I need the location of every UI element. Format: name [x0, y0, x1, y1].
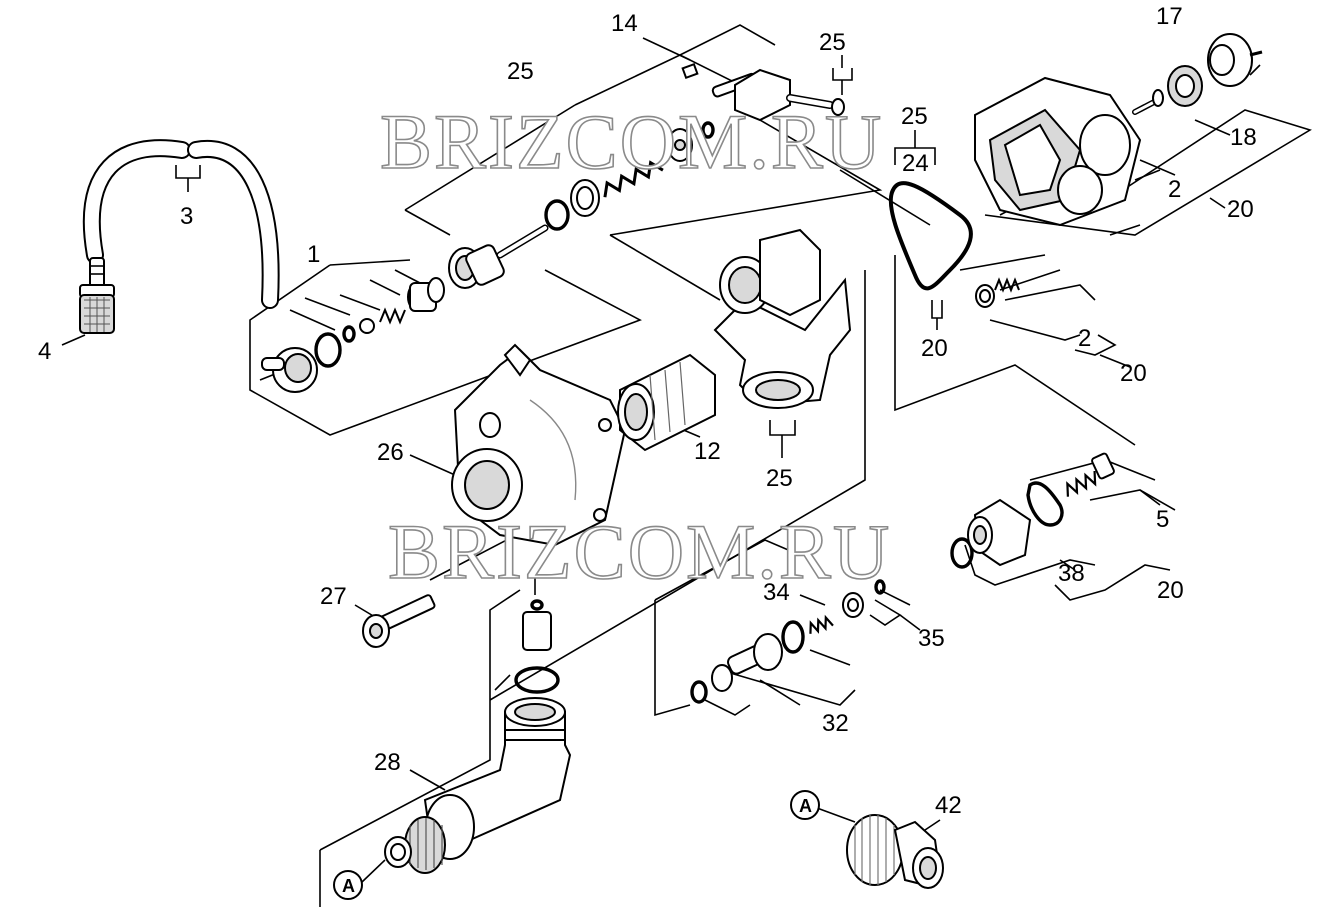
suction-filter-part [79, 257, 115, 334]
leader-lines [61, 24, 1312, 907]
pin-and-ring-parts [514, 599, 560, 694]
callout-12: 12 [694, 438, 721, 465]
callout-20-bottom: 20 [1157, 577, 1184, 604]
callout-25-top: 25 [819, 29, 846, 56]
callout-42: 42 [935, 792, 962, 819]
bolt-part [362, 594, 436, 648]
callout-18: 18 [1230, 124, 1257, 151]
valve-group-2-parts [975, 277, 1020, 308]
callout-25-bottom: 25 [766, 465, 793, 492]
callout-3: 3 [180, 203, 193, 230]
callout-25-left: 25 [507, 58, 534, 85]
valve-body-part [617, 228, 852, 452]
callout-17: 17 [1156, 3, 1183, 30]
callout-4: 4 [38, 338, 51, 365]
triangular-seal-part [888, 181, 973, 291]
hose-coupling-part [846, 814, 944, 889]
callout-1: 1 [307, 241, 320, 268]
callout-20-top: 20 [1227, 196, 1254, 223]
parts [79, 33, 1263, 889]
callout-26: 26 [377, 439, 404, 466]
connector-marker-a-right: A [790, 790, 820, 820]
valve-group-1-parts [261, 277, 445, 393]
valve-group-5-parts [1026, 452, 1115, 527]
connector-label-a-right: A [799, 796, 812, 816]
pump-head-part [974, 33, 1263, 227]
callout-20-ring: 20 [921, 335, 948, 362]
callout-2-top: 2 [1168, 176, 1181, 203]
elbow-connector-part [384, 697, 572, 874]
callout-5: 5 [1156, 506, 1169, 533]
callout-20-mid: 20 [1120, 360, 1147, 387]
callout-14: 14 [611, 10, 638, 37]
callout-24: 24 [902, 150, 929, 177]
callout-35: 35 [918, 625, 945, 652]
callout-38: 38 [1058, 560, 1085, 587]
pump-housing-part [451, 343, 627, 547]
watermark-top: BRIZCOM.RU [380, 98, 883, 185]
callout-2-mid: 2 [1078, 325, 1091, 352]
callout-25-seal: 25 [901, 103, 928, 130]
outlet-fitting-38-part [950, 498, 1032, 569]
callout-28: 28 [374, 749, 401, 776]
connector-marker-a-bottom: A [333, 870, 363, 900]
connector-label-a-bottom: A [342, 876, 355, 896]
watermark-bottom: BRIZCOM.RU [388, 508, 891, 595]
callout-27: 27 [320, 583, 347, 610]
callout-34: 34 [763, 579, 790, 606]
piston-valve-parts [448, 62, 845, 289]
suction-hose-part [82, 139, 280, 309]
callout-32: 32 [822, 710, 849, 737]
valve-group-32-parts [690, 579, 886, 704]
callout-labels: 14 25 25 17 18 25 24 2 20 3 1 4 20 2 20 … [38, 3, 1257, 819]
